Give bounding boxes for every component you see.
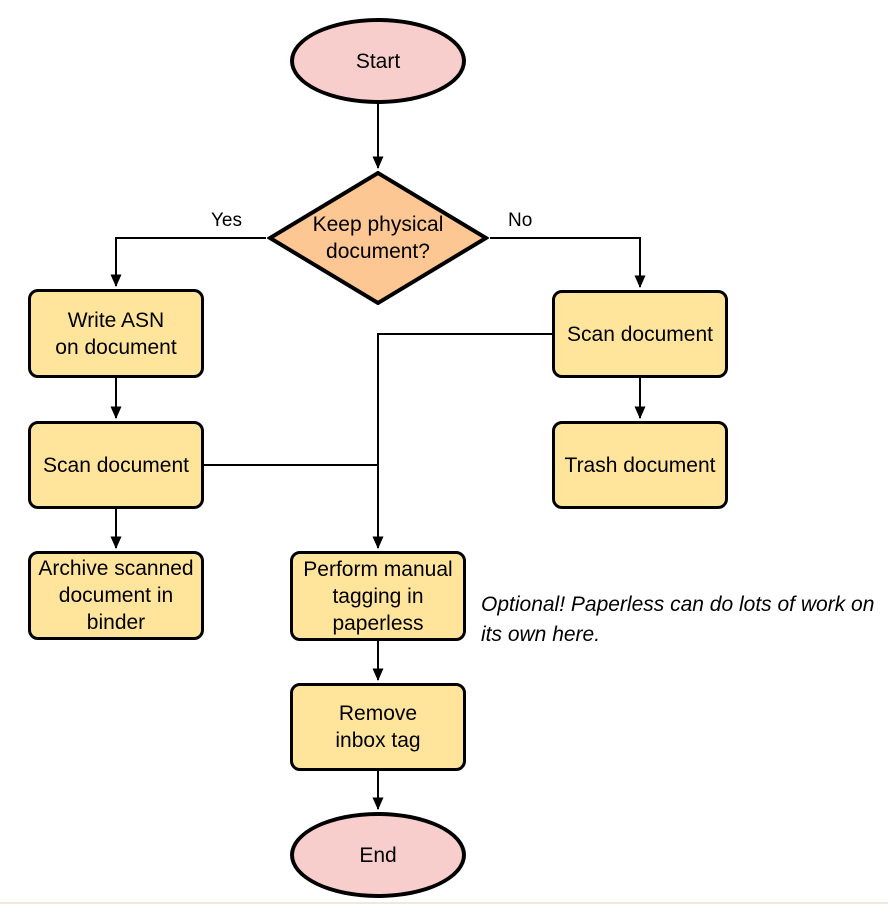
- node-keep-physical-document-label: Keep physical document?: [312, 213, 444, 263]
- node-scan-document-right: Scan document: [552, 290, 728, 378]
- node-trash-document-label: Trash document: [564, 453, 716, 477]
- node-start: Start: [290, 18, 466, 104]
- node-archive-scanned-document: Archive scanned document in binder: [28, 551, 204, 640]
- node-write-asn-label: Write ASN on document: [55, 308, 177, 359]
- node-start-label: Start: [355, 49, 401, 73]
- edge-scan-right-to-tagging: [372, 333, 552, 549]
- node-remove-inbox-tag-label: Remove inbox tag: [335, 702, 421, 752]
- annotation-optional-note: Optional! Paperless can do lots of work …: [481, 593, 875, 646]
- node-end-label: End: [359, 843, 397, 867]
- node-trash-document: Trash document: [552, 421, 728, 509]
- edge-label-no: No: [508, 210, 533, 231]
- node-archive-scanned-document-label: Archive scanned document in binder: [38, 557, 194, 634]
- node-scan-document-left-label: Scan document: [43, 453, 189, 477]
- edge-label-yes: Yes: [211, 210, 242, 231]
- diamond-icon: [267, 171, 489, 305]
- node-scan-document-left: Scan document: [28, 421, 204, 509]
- page-bottom-divider: [0, 902, 888, 904]
- node-scan-document-right-label: Scan document: [567, 322, 713, 346]
- node-perform-manual-tagging-label: Perform manual tagging in paperless: [303, 557, 453, 635]
- edge-decision-yes-to-write-asn: [110, 237, 266, 287]
- node-end: End: [290, 812, 466, 898]
- node-write-asn: Write ASN on document: [28, 289, 204, 378]
- edge-decision-no-to-scan-right: [490, 237, 646, 288]
- node-perform-manual-tagging: Perform manual tagging in paperless: [290, 551, 466, 641]
- node-remove-inbox-tag: Remove inbox tag: [290, 683, 466, 771]
- node-keep-physical-document: Keep physical document?: [267, 171, 489, 305]
